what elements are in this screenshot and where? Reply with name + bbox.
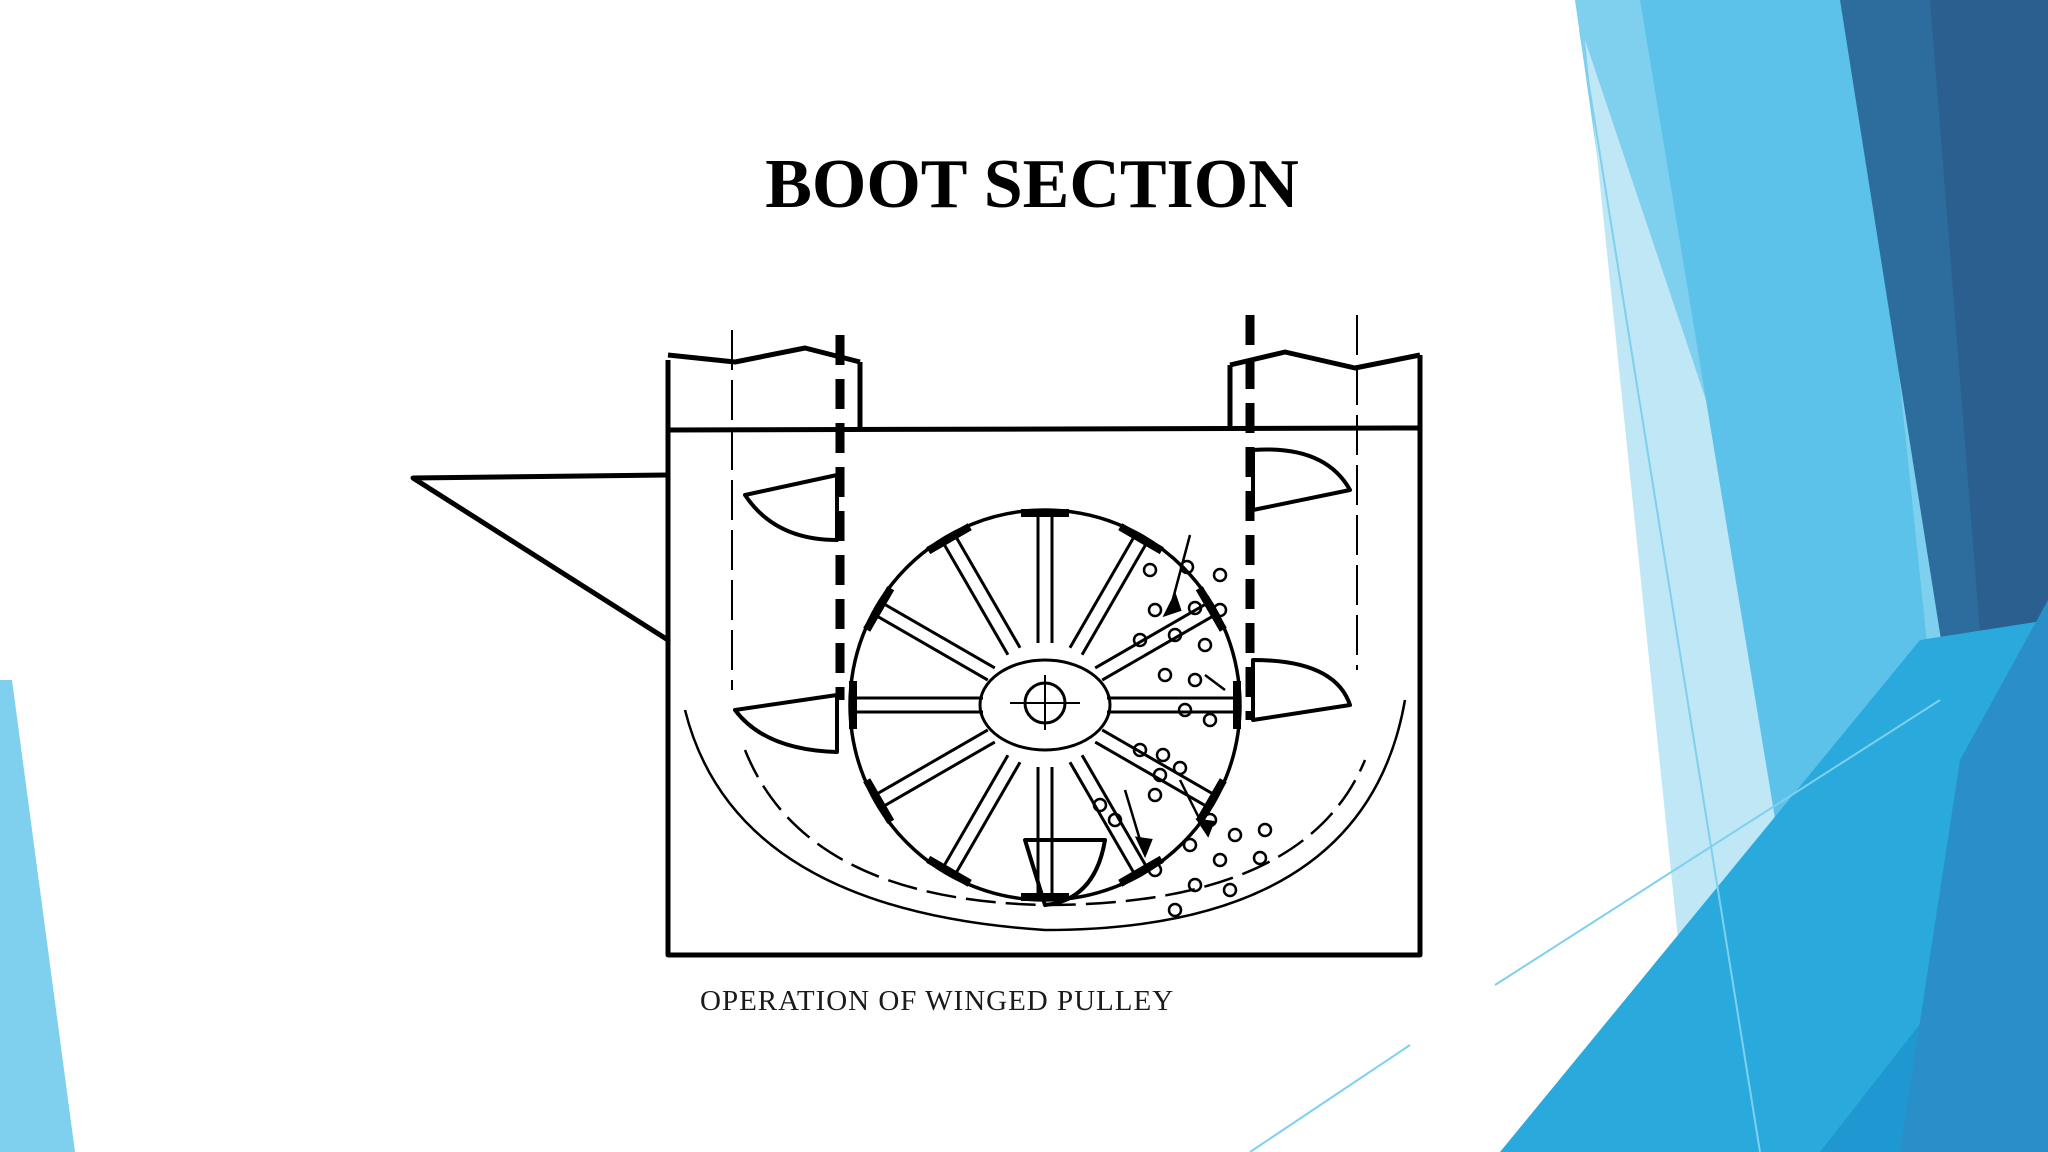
pulley-spoke — [874, 613, 989, 682]
material-particles — [1092, 559, 1273, 918]
pulley-wing — [863, 778, 895, 824]
thin-line-1 — [1494, 699, 1941, 986]
pulley-spoke — [881, 740, 996, 809]
pulley-wing — [863, 586, 895, 632]
pulley-spoke — [1068, 534, 1137, 649]
bucket-lower-left — [733, 693, 839, 754]
pulley-spoke — [1101, 728, 1216, 797]
right-leg-break — [1229, 349, 1421, 371]
right-facet-deep — [1930, 0, 2048, 760]
figure-caption: OPERATION OF WINGED PULLEY — [700, 985, 1175, 1017]
pulley-spoke — [1068, 761, 1137, 876]
pulley-spoke — [953, 761, 1022, 876]
pulley-wing — [926, 523, 972, 555]
pulley-wing — [926, 855, 972, 887]
boot-trough-outer — [683, 699, 1407, 932]
pulley-spoke — [1101, 613, 1216, 682]
motion-arrows — [1123, 534, 1226, 859]
pulley-spoke — [1094, 740, 1209, 809]
boot-casing — [665, 355, 1423, 958]
pulley-spoke — [953, 534, 1022, 649]
right-facet-mid-2 — [1900, 600, 2048, 1152]
pulley-spoke — [874, 728, 989, 797]
feed-chute — [410, 472, 670, 643]
pulley-wing — [1195, 586, 1227, 632]
bucket-upper-right — [1251, 447, 1352, 512]
pulley-spoke — [941, 754, 1010, 869]
winged-pulley — [848, 508, 1242, 902]
pulley-spoke — [881, 601, 996, 670]
pulley-spoke — [1080, 754, 1149, 869]
boot-section-diagram — [410, 315, 1423, 958]
thin-line-3 — [1579, 29, 1761, 1152]
slide-title: BOOT SECTION — [765, 146, 1299, 223]
bucket-lower-right — [1251, 658, 1352, 722]
pulley-hub — [978, 658, 1112, 752]
right-facet-bright — [1500, 620, 2048, 1152]
pulley-wing — [1118, 523, 1164, 555]
pulley-spoke — [941, 541, 1010, 656]
boot-trough-inner — [743, 749, 1367, 907]
bucket-upper-left — [743, 473, 839, 542]
pulley-spoke — [1080, 541, 1149, 656]
left-accent-shape — [0, 680, 75, 1152]
left-leg-break — [667, 345, 861, 365]
thin-line-2 — [1249, 1044, 1411, 1152]
casing-top — [667, 425, 1421, 433]
pulley-wing — [1195, 778, 1227, 824]
pulley-spoke — [1094, 601, 1209, 670]
